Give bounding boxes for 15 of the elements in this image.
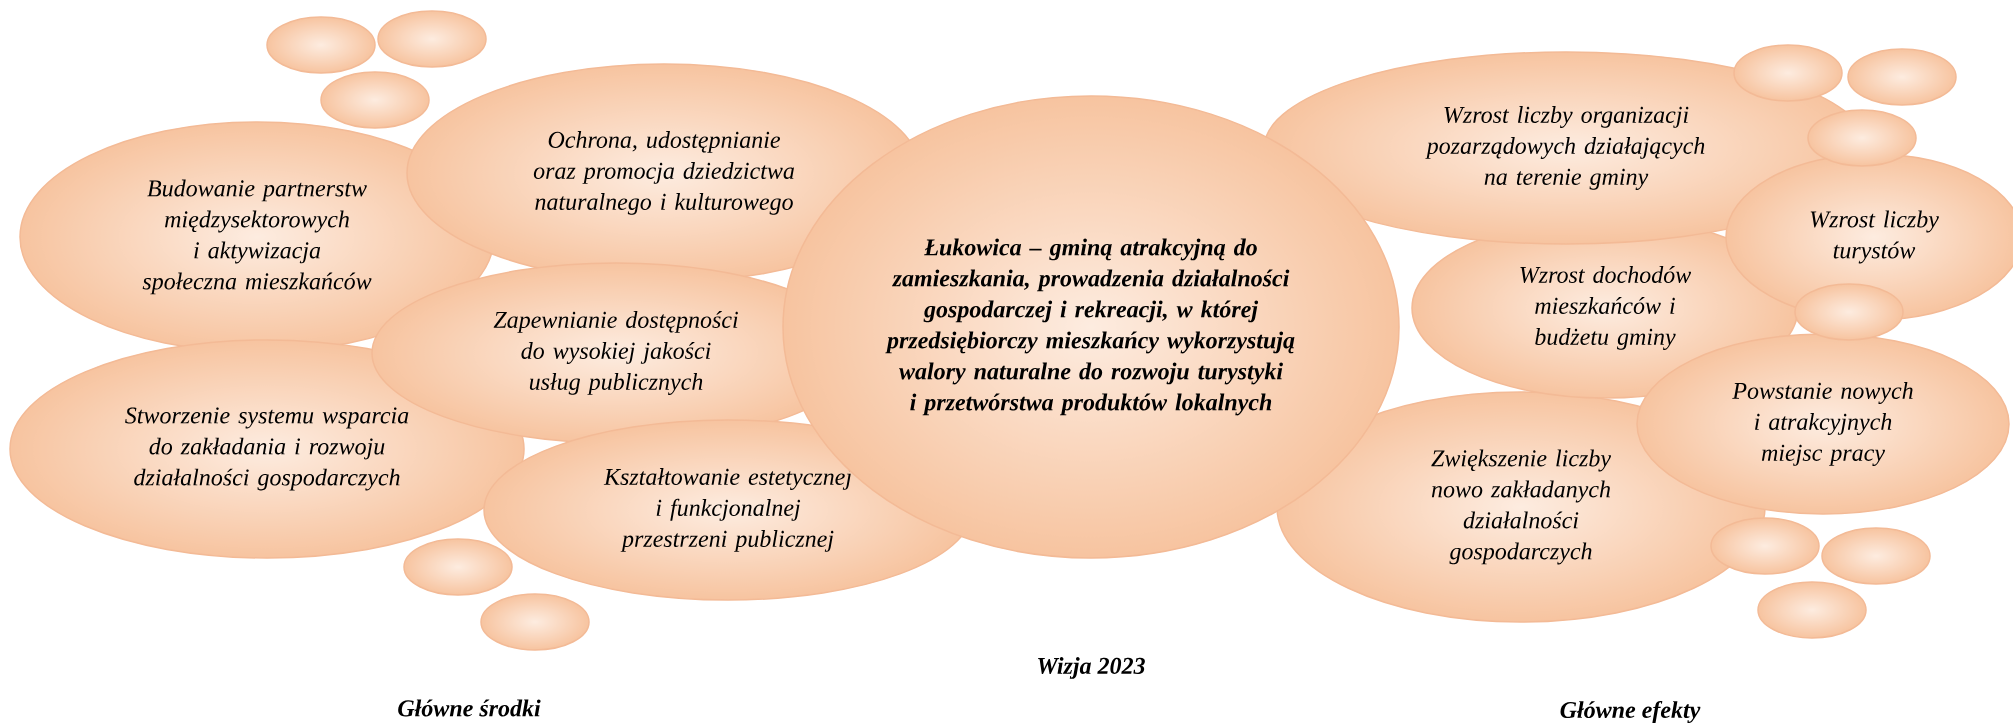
heading-label: Wizja 2023 xyxy=(1038,657,1145,679)
small-bubble xyxy=(320,71,430,129)
small-bubble xyxy=(1733,44,1843,102)
small-bubble xyxy=(1847,48,1957,106)
small-bubble xyxy=(1757,581,1867,639)
heading-label: Główne środki xyxy=(398,699,541,717)
small-bubble xyxy=(377,10,487,68)
heading-label: Główne efekty xyxy=(1560,700,1701,723)
small-bubble xyxy=(1710,517,1820,575)
small-bubble xyxy=(403,538,513,596)
small-bubble xyxy=(1821,527,1931,585)
small-bubble xyxy=(480,593,590,651)
small-bubble xyxy=(1794,283,1904,341)
small-bubble xyxy=(266,16,376,74)
small-bubble xyxy=(1807,109,1917,167)
